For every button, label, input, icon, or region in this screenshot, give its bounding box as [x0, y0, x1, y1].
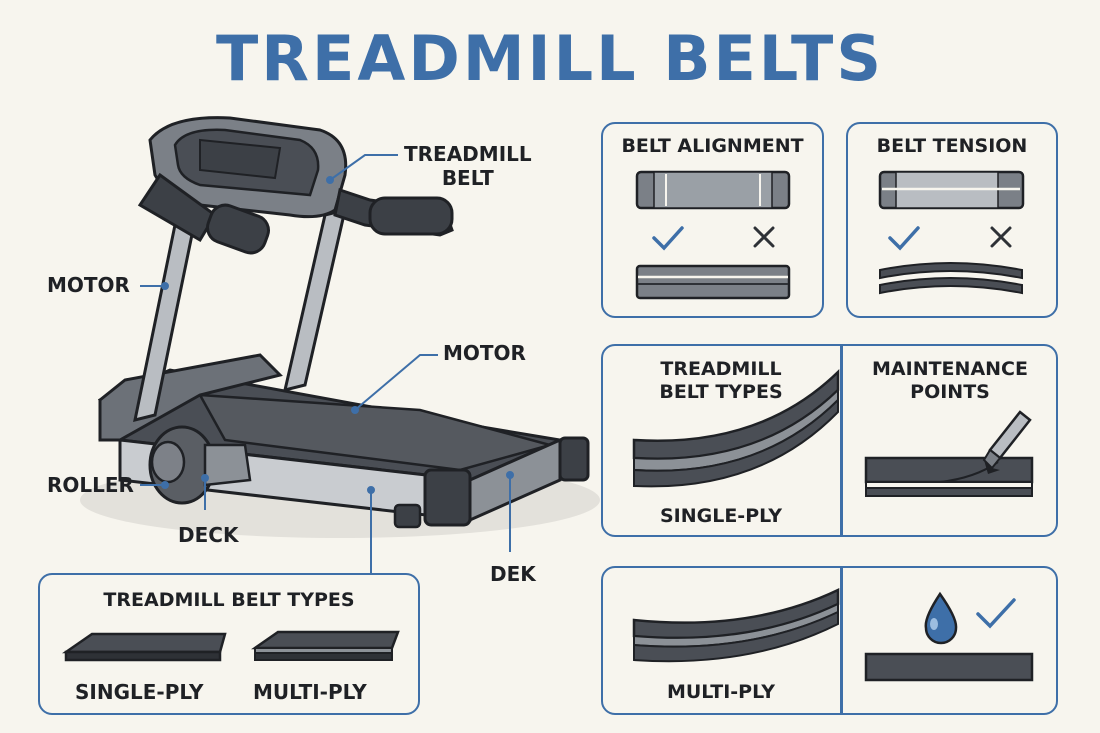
left-grip — [206, 203, 270, 255]
dek-label: DEK — [490, 562, 536, 586]
types-panel-caption: SINGLE-PLY — [659, 505, 783, 527]
motor-left-label: MOTOR — [47, 273, 130, 297]
rear-endcap — [423, 468, 472, 527]
belt-types-box — [38, 573, 420, 715]
check-icon — [652, 226, 684, 251]
single-ply-curve-bottom — [633, 397, 839, 488]
cross-icon — [990, 226, 1012, 248]
foot — [393, 503, 422, 529]
roller-axle — [203, 443, 252, 487]
console-screen — [199, 138, 282, 180]
belt-tension-title: BELT TENSION — [876, 135, 1028, 157]
deck-label: DECK — [178, 523, 239, 547]
check-icon — [976, 598, 1016, 629]
multi-ply-panel — [601, 566, 1058, 715]
maintenance-panel-title: MAINTENANCE POINTS — [850, 358, 1050, 404]
single-ply-sample-edge — [64, 650, 222, 662]
roller-cap — [150, 440, 186, 484]
cross-icon — [753, 226, 775, 248]
single-ply-label: SINGLE-PLY — [75, 680, 204, 704]
page-title: TREADMILL BELTS — [216, 22, 884, 95]
multi-panel-caption: MULTI-PLY — [666, 681, 776, 703]
maintenance-title-line1: MAINTENANCE — [872, 358, 1028, 380]
water-drop-icon — [924, 591, 958, 645]
tension-curve-bottom — [879, 277, 1023, 295]
running-belt — [197, 393, 555, 472]
belt-alignment-box — [601, 122, 824, 318]
multi-ply-curve-bottom — [633, 610, 839, 663]
belt-tension-box — [846, 122, 1058, 318]
lubricated-belt — [864, 652, 1034, 682]
alignment-belt-side — [635, 264, 791, 300]
multi-ply-sample-layer2 — [254, 652, 393, 661]
types-maintenance-panel — [601, 344, 1058, 537]
check-icon — [888, 226, 920, 251]
rear-endcap-2 — [558, 436, 590, 482]
treadmill-belt-label-line2: BELT — [441, 166, 494, 190]
maintenance-title-line2: POINTS — [910, 381, 990, 404]
treadmill-belt-label-line1: TREADMILL — [404, 142, 532, 166]
treadmill-belt-label: TREADMILL BELT — [404, 142, 532, 190]
types-panel-title-line1: TREADMILL — [660, 358, 782, 380]
alignment-belt-center — [653, 171, 773, 209]
multi-ply-label: MULTI-PLY — [253, 680, 367, 704]
types-panel-title-line2: BELT TYPES — [659, 381, 783, 404]
belt-types-box-title: TREADMILL BELT TYPES — [103, 589, 355, 611]
right-grip — [368, 196, 454, 236]
roller-label: ROLLER — [47, 473, 134, 497]
multi-panel-divider — [840, 566, 843, 715]
panel-divider — [840, 344, 843, 537]
motor-right-label: MOTOR — [443, 341, 526, 365]
belt-alignment-title: BELT ALIGNMENT — [621, 135, 804, 157]
left-handle — [137, 172, 217, 243]
types-panel-title: TREADMILL BELT TYPES — [611, 358, 831, 404]
tension-curve-top — [879, 262, 1023, 280]
